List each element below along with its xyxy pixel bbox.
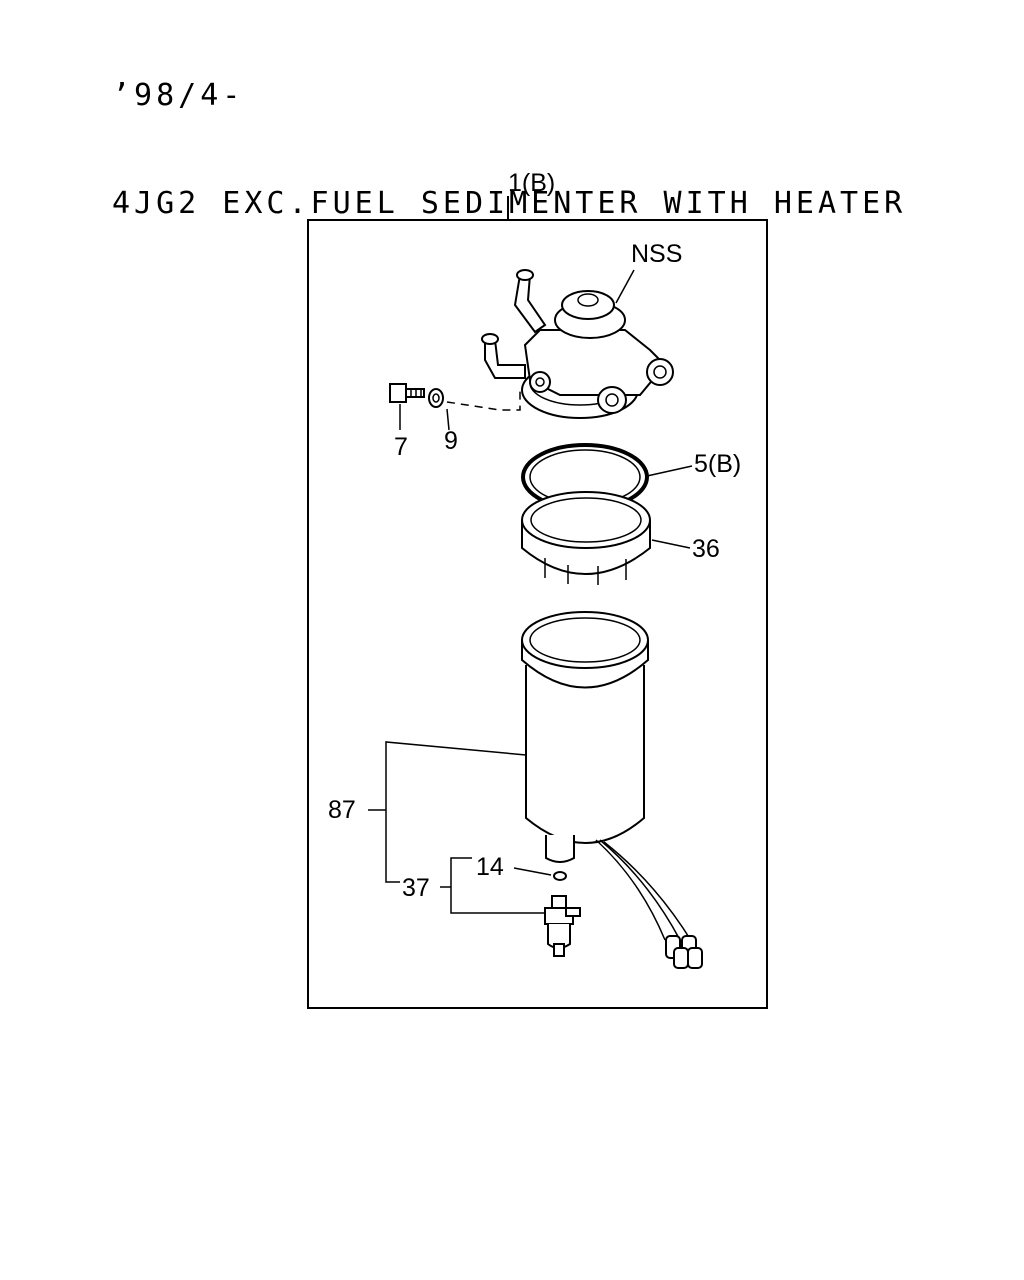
filter-bowl (521, 611, 649, 863)
label-o-ring: 5(B) (694, 450, 741, 478)
label-bowl: 87 (328, 796, 356, 824)
small-o-ring-leader (513, 867, 552, 876)
bolt (389, 383, 425, 403)
label-bolt: 7 (394, 433, 408, 461)
title-date-range: ’98/4- (112, 78, 245, 113)
bowl-bracket (385, 741, 527, 883)
title-description: 4JG2 EXC.FUEL SEDIMENTER WITH HEATER (112, 186, 907, 221)
washer-leader (446, 408, 450, 431)
label-washer: 9 (444, 427, 458, 455)
label-assembly: 1(B) (508, 169, 555, 197)
filter-head (481, 269, 674, 419)
bolt-fit-line (446, 390, 521, 411)
heater-wires (595, 839, 703, 969)
label-ring-nut: 36 (692, 535, 720, 563)
label-sensor: 37 (402, 874, 430, 902)
diagram-title: ’98/4- 4JG2 EXC.FUEL SEDIMENTER WITH HEA… (112, 6, 906, 258)
ring-nut-leader (651, 539, 691, 549)
washer (428, 388, 444, 408)
ring-nut (521, 491, 651, 585)
small-o-ring (553, 871, 567, 881)
water-sensor (544, 895, 581, 957)
label-nss: NSS (631, 240, 682, 268)
sensor-bracket (450, 857, 545, 914)
o-ring-leader (646, 465, 693, 477)
assembly-frame (307, 219, 768, 1009)
label-small-o-ring: 14 (476, 853, 504, 881)
nss-leader (615, 269, 635, 304)
